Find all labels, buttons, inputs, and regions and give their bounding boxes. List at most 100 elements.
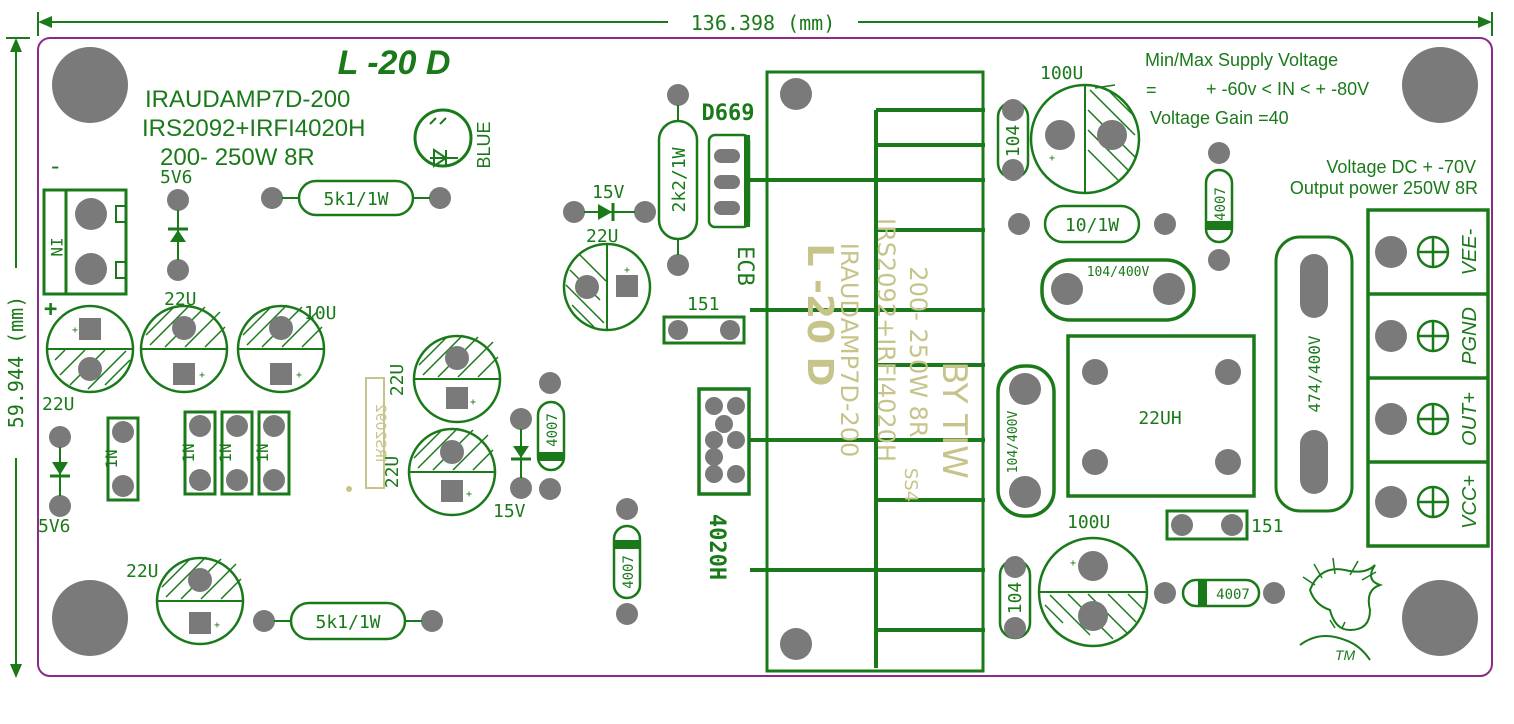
svg-text:+: + [214,620,220,631]
resistor-10-label: 10/1W [1065,215,1119,236]
cap-22u-c-label: 22U [126,561,159,582]
resistor-10: 10/1W [1008,204,1176,244]
cap-104-400v-side: 104/400V [996,364,1056,518]
note-eq: = [1146,80,1157,100]
signature-initials: TM [1335,647,1356,663]
note-minmax: Min/Max Supply Voltage [1145,50,1338,70]
note-range: + -60v < IN < + -80V [1206,79,1369,99]
bottom-text-2: IRS2092+IRFI4020H [872,218,900,462]
svg-text:+: + [470,397,476,408]
height-label: 59.944 (mm) [4,296,28,428]
zener-15v-mid: 15V [493,408,532,522]
zener-5v6-bottom: 5V6 [38,426,71,537]
input-label: IN [47,237,66,256]
mounting-hole-bottom-right [1402,580,1478,656]
resistor-5k1-top: 5k1/1W [261,179,451,217]
input-plus-label: + [44,297,57,322]
cap-22u-d: + 22U [387,334,502,424]
title-line-2: IRS2092+IRFI4020H [142,115,365,142]
resistor-151-top: 151 [662,294,746,345]
cap-22u-f: + 22U [562,226,652,332]
resistor-151-bottom: 151 [1165,509,1284,541]
cap-104-bottom-label: 104 [1005,582,1026,615]
board-outline [37,37,1493,677]
resistor-2k2-label: 2k2/1W [669,147,690,212]
svg-text:+: + [199,370,205,381]
zener-15v-mid-label: 15V [493,501,526,522]
terminal-vcc-label: VCC+ [1459,475,1481,529]
board-name: L -20 D [338,44,451,82]
diode-1n-1: 1N [102,416,140,502]
cap-104-bottom: 104 [998,556,1032,640]
resistor-5k1-top-label: 5k1/1W [323,189,388,210]
cap-22u-b: + 22U [139,289,229,394]
mosfet-4020h: 4020H [697,387,751,580]
zener-5v6-top-label: 5V6 [160,167,193,188]
cap-22u-b-label: 22U [164,289,197,310]
zener-15v-top: 15V [563,182,656,223]
cap-104-400v-top-label: 104/400V [1087,265,1150,280]
note-gain: Voltage Gain =40 [1150,108,1289,128]
diode-4007-low-label: 4007 [621,555,637,589]
output-terminal: VEE- PGND OUT+ VCC+ [1366,208,1490,548]
svg-text:+: + [72,325,78,336]
cap-104-top: 104 [996,99,1030,181]
cap-104-400v-top: 104/400V [1040,258,1196,322]
svg-text:+: + [1070,558,1076,569]
transistor-label: D669 [702,101,755,126]
ic-irs2092: IRS2092 [346,377,388,492]
svg-text:+: + [466,489,472,500]
bottom-model: L -20 D [799,244,840,387]
bottom-author: BY TIW [934,361,974,478]
mounting-hole-top-right [1402,47,1478,123]
height-dimension: 59.944 (mm) [4,37,30,678]
mounting-hole-top-left [52,47,128,123]
input-minus-label: - [48,152,62,180]
diode-4007-low: 4007 [612,498,642,625]
diode-1n-3: 1N [216,410,254,496]
ic-label: IRS2092 [372,404,388,462]
bottom-code: SS4 [900,468,921,502]
svg-text:+: + [296,370,302,381]
diode-4007-horizontal-label: 4007 [1216,587,1250,603]
zener-5v6-bottom-label: 5V6 [38,516,71,537]
cap-474-label: 474/400V [1305,335,1324,412]
diode-1n-4: 1N [253,410,291,496]
resistor-5k1-bottom: 5k1/1W [253,601,443,641]
terminal-out-label: OUT+ [1459,392,1481,446]
svg-text:+: + [624,265,630,276]
resistor-151-bottom-label: 151 [1251,516,1284,537]
diode-4007-mid-label: 4007 [545,413,561,447]
note-power: Output power 250W 8R [1290,178,1478,198]
signature-portrait: TM [1299,557,1384,663]
resistor-5k1-bottom-label: 5k1/1W [315,612,380,633]
diode-4007-mid: 4007 [536,372,566,500]
input-connector: - IN + [42,152,128,322]
cap-100u-bottom-label: 100U [1067,512,1110,533]
width-label: 136.398 (mm) [691,11,836,35]
cap-100u-top: 100U + [1029,63,1141,195]
terminal-vee-label: VEE- [1459,228,1481,275]
transistor-pins: ECB [732,246,757,286]
cap-22u-e: + 22U [382,427,497,517]
note-dc: Voltage DC + -70V [1326,157,1476,177]
cap-22u-d-label: 22U [387,364,408,397]
zener-15v-top-label: 15V [592,182,625,203]
cap-10u-label: 10U [304,303,337,324]
cap-104-top-label: 104 [1003,125,1024,158]
led-blue: BLUE [413,108,494,169]
terminal-pgnd-label: PGND [1459,307,1481,365]
cap-104-400v-side-label: 104/400V [1006,411,1021,474]
mounting-hole-bottom-left [52,580,128,656]
transistor-d669: D669 ECB [702,101,757,286]
bottom-text-1: IRAUDAMP7D-200 [835,243,863,458]
zener-5v6-top: 5V6 [160,167,193,281]
cap-22u-c: + 22U [126,556,245,646]
diode-4007-horizontal: 4007 [1154,578,1285,608]
diode-1n-1-label: 1N [102,449,121,468]
diode-4007-right-label: 4007 [1213,187,1229,221]
cap-100u-top-label: 100U [1040,63,1083,84]
svg-text:+: + [1049,153,1055,164]
resistor-151-top-label: 151 [687,294,720,315]
